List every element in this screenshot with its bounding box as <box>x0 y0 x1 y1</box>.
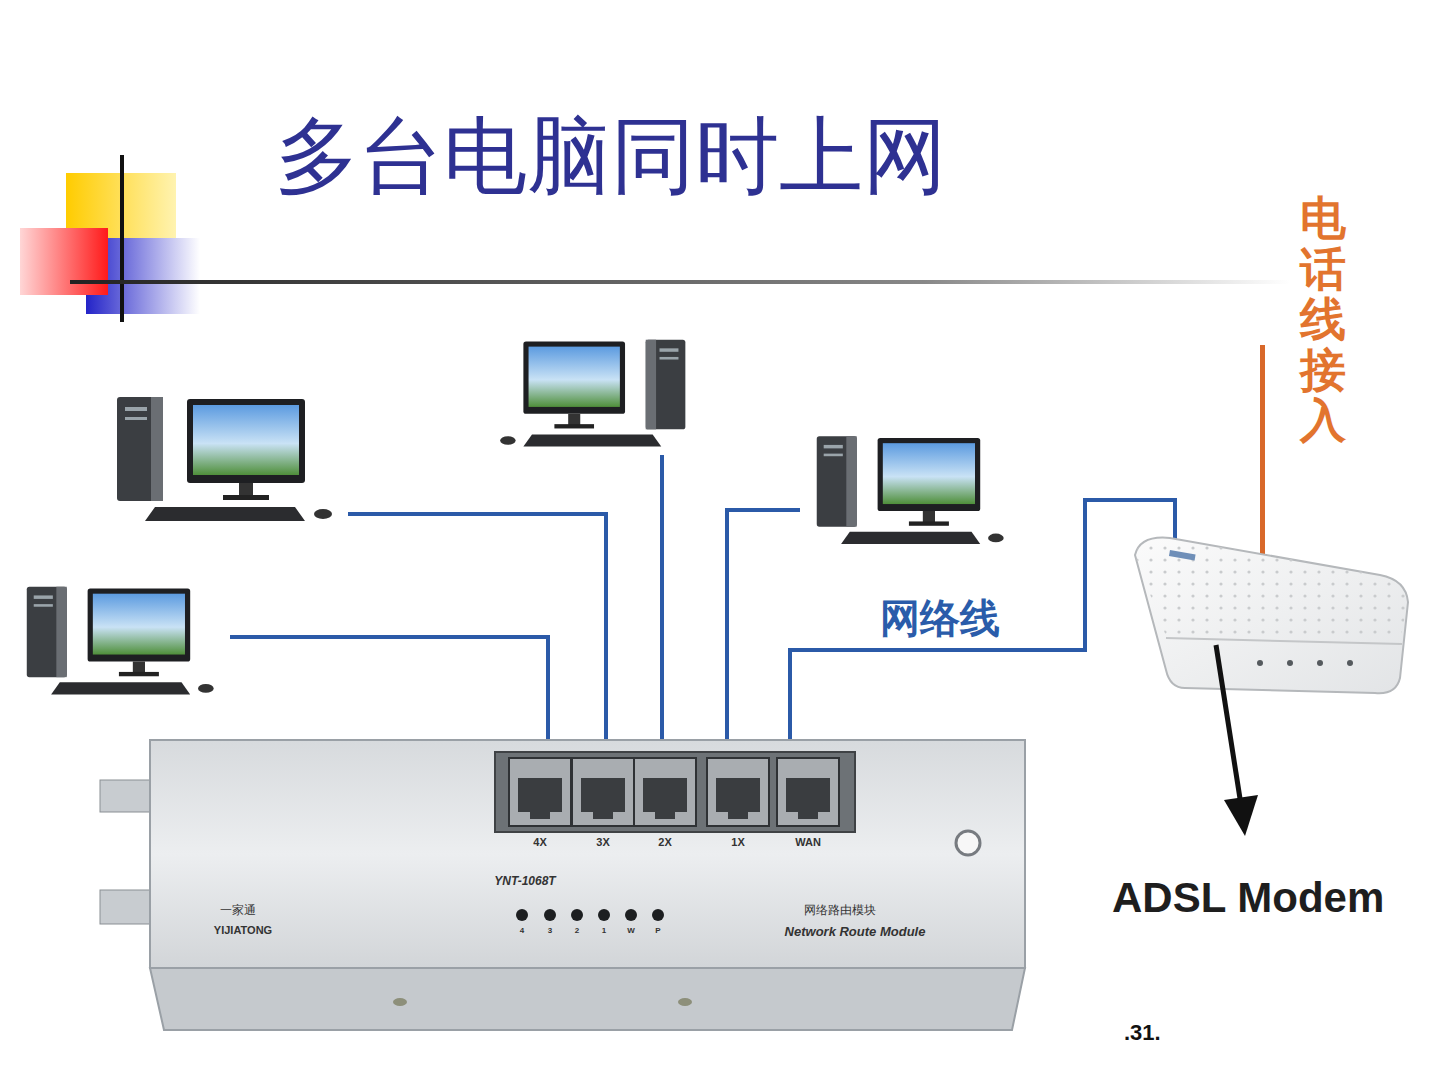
router-body <box>572 758 634 826</box>
node-text: P <box>655 926 660 936</box>
router-body <box>150 740 1025 968</box>
corner-decoration <box>70 280 1290 284</box>
node-text: WAN <box>795 836 821 849</box>
modem-body <box>1287 660 1293 666</box>
node-text: YIJIATONG <box>214 924 272 937</box>
modem-body <box>1166 638 1402 644</box>
node-text: 4 <box>520 926 524 936</box>
modem-body <box>1135 538 1408 640</box>
node-text: 网络路由模块 <box>804 903 876 917</box>
node-text: 2 <box>575 926 579 936</box>
corner-decoration <box>120 155 124 322</box>
router-body <box>544 909 556 921</box>
modem-body <box>1257 660 1263 666</box>
router-body <box>571 909 583 921</box>
router-body <box>593 810 613 819</box>
computer-icons <box>500 340 685 447</box>
router-module: 4X 3X 2X 1X WAN YNT-1068T 4 3 2 1 W P 一家通 YIJIATONG 网络… <box>150 740 1025 1030</box>
router-body <box>100 890 156 924</box>
network-cables <box>230 455 800 765</box>
computer-icons <box>500 340 685 447</box>
computer-icons <box>27 340 1004 695</box>
leader-arrow <box>1216 645 1241 805</box>
node-text: 1 <box>602 926 606 936</box>
computer-icons <box>27 587 214 695</box>
router-body <box>707 758 769 826</box>
leader-arrow <box>1216 645 1258 836</box>
modem-body <box>1347 660 1353 666</box>
modem-body <box>1135 538 1408 694</box>
modem-body <box>1169 550 1196 560</box>
corner-decoration <box>20 228 108 295</box>
router-body <box>643 778 687 812</box>
page-number: .31. <box>1124 1020 1161 1046</box>
router-body <box>393 998 407 1006</box>
router-body <box>509 758 571 826</box>
network-cables <box>660 455 664 765</box>
router-body <box>100 780 156 812</box>
router-body <box>678 998 692 1006</box>
router-body <box>777 758 839 826</box>
router-body <box>652 909 664 921</box>
phone-line <box>1260 345 1265 570</box>
computer-icons <box>117 397 332 521</box>
router-body <box>581 778 625 812</box>
node-text: 一家通 <box>220 903 256 917</box>
vertical-label: 电话线接入 <box>1300 193 1346 446</box>
node-text: 4X <box>533 836 546 849</box>
router-body <box>150 968 1025 1030</box>
router-body <box>634 758 696 826</box>
adsl-modem: ADSL Modem <box>1130 530 1410 695</box>
router-body <box>625 909 637 921</box>
edge-label: 网络线 <box>880 594 1000 642</box>
modem-body <box>1130 530 1410 695</box>
node-text: 3X <box>596 836 609 849</box>
node-text: W <box>627 926 635 936</box>
router-body <box>798 810 818 819</box>
network-cable-connector <box>790 500 1175 740</box>
router-body <box>786 778 830 812</box>
router-body <box>516 909 528 921</box>
router-body <box>716 778 760 812</box>
node-text: ADSL Modem <box>1112 873 1384 923</box>
leader-arrow <box>1224 795 1258 836</box>
computer-icons <box>817 436 1004 544</box>
router-body <box>150 740 1025 1030</box>
node-text: YNT-1068T <box>494 874 555 888</box>
router-body <box>956 831 980 855</box>
router-body <box>728 810 748 819</box>
modem-body <box>1317 660 1323 666</box>
slide-title: 多台电脑同时上网 <box>275 106 947 207</box>
router-body <box>495 752 855 832</box>
node-text: 2X <box>658 836 671 849</box>
router-body <box>530 810 550 819</box>
phone-line <box>1260 345 1265 570</box>
node-text: 3 <box>548 926 552 936</box>
node-text: 1X <box>731 836 744 849</box>
node-text: Network Route Module <box>785 924 926 940</box>
router-body <box>518 778 562 812</box>
router-body <box>598 909 610 921</box>
router-body <box>655 810 675 819</box>
network-cables <box>348 514 606 765</box>
